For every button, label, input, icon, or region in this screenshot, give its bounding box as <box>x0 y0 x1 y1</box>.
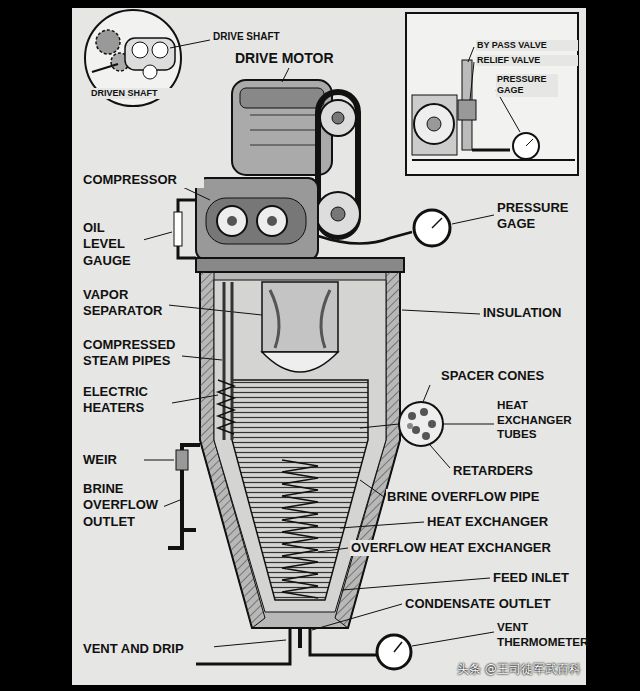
part-label: OIL LEVEL GAUGE <box>82 220 144 269</box>
part-label: DRIVE SHAFT <box>212 31 334 44</box>
part-label: VENT THERMOMETER <box>496 620 584 649</box>
part-label: DRIVE MOTOR <box>234 50 386 68</box>
part-label: PRESSURE GAGE <box>496 200 584 233</box>
part-label: HEAT EXCHANGER <box>426 514 584 530</box>
part-label: INSULATION <box>482 305 584 321</box>
part-label: VAPOR SEPARATOR <box>82 287 169 320</box>
watermark: 头条 @王司徒军武百科 <box>456 662 584 677</box>
part-label: COMPRESSOR <box>82 172 204 188</box>
part-label: OVERFLOW HEAT EXCHANGER <box>350 540 584 556</box>
part-label: PRESSURE GAGE <box>496 74 558 97</box>
part-label: BRINE OVERFLOW PIPE <box>386 489 584 505</box>
part-label: BY PASS VALVE <box>476 40 578 51</box>
part-label: HEAT EXCHANGER TUBES <box>496 398 586 442</box>
part-label: RELIEF VALVE <box>476 55 578 66</box>
part-label: WEIR <box>82 452 144 468</box>
part-label: RETARDERS <box>452 463 574 479</box>
part-label: VENT AND DRIP <box>82 641 214 657</box>
part-label: SPACER CONES <box>440 368 582 384</box>
part-label: FEED INLET <box>492 570 584 586</box>
part-label: COMPRESSED STEAM PIPES <box>82 337 182 370</box>
part-label: ELECTRIC HEATERS <box>82 384 172 417</box>
part-label: CONDENSATE OUTLET <box>404 596 584 612</box>
part-label: DRIVEN SHAFT <box>90 88 172 99</box>
part-label: BRINE OVERFLOW OUTLET <box>82 481 164 530</box>
